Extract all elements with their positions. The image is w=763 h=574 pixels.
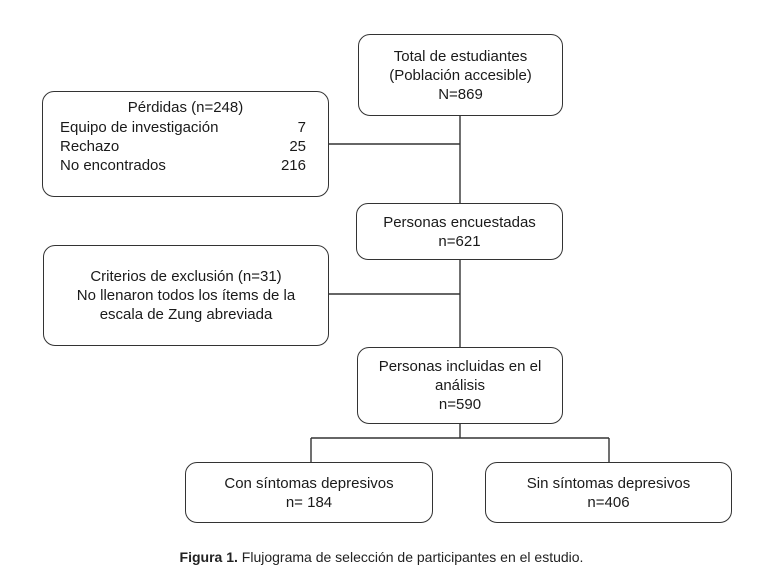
node-perdidas: Pérdidas (n=248) Equipo de investigación…	[42, 91, 329, 197]
node-exclusion-line-3: escala de Zung abreviada	[99, 306, 273, 323]
node-sin-line-1: Sin síntomas depresivos	[526, 474, 691, 492]
loss-label: Equipo de investigación	[60, 119, 219, 136]
figure-caption: Figura 1. Flujograma de selección de par…	[0, 549, 763, 565]
node-total-line-1: Total de estudiantes	[393, 47, 528, 65]
node-incluidas-line-1: Personas incluidas en el	[378, 358, 542, 375]
loss-row: No encontrados 216	[43, 156, 328, 175]
node-exclusion-line-1: Criterios de exclusión (n=31)	[90, 268, 282, 285]
node-incluidas-line-2: análisis	[434, 377, 486, 394]
loss-row: Equipo de investigación 7	[43, 118, 328, 137]
loss-label: No encontrados	[60, 157, 166, 174]
loss-value: 7	[297, 119, 306, 136]
node-con-line-2: n= 184	[285, 493, 333, 511]
node-total-estudiantes: Total de estudiantes (Población accesibl…	[358, 34, 563, 116]
figure-caption-label: Figura 1.	[179, 549, 238, 565]
node-personas-incluidas: Personas incluidas en el análisis n=590	[357, 347, 563, 424]
figure-caption-text: Flujograma de selección de participantes…	[237, 549, 584, 565]
node-sin-line-2: n=406	[587, 493, 630, 511]
node-encuestadas-line-2: n=621	[438, 232, 481, 250]
loss-value: 216	[280, 157, 306, 174]
node-encuestadas-line-1: Personas encuestadas	[383, 213, 536, 231]
node-perdidas-title: Pérdidas (n=248)	[127, 99, 244, 116]
node-total-line-2: (Población accesible)	[389, 66, 532, 84]
node-personas-encuestadas: Personas encuestadas n=621	[356, 203, 563, 260]
node-sin-sintomas: Sin síntomas depresivos n=406	[485, 462, 732, 523]
node-con-line-1: Con síntomas depresivos	[224, 474, 394, 492]
loss-label: Rechazo	[60, 138, 120, 155]
node-con-sintomas: Con síntomas depresivos n= 184	[185, 462, 433, 523]
loss-value: 25	[289, 138, 306, 155]
node-total-line-3: N=869	[438, 85, 483, 103]
node-incluidas-line-3: n=590	[438, 396, 482, 413]
node-exclusion-line-2: No llenaron todos los ítems de la	[76, 287, 296, 304]
node-criterios-exclusion: Criterios de exclusión (n=31) No llenaro…	[43, 245, 329, 346]
loss-row: Rechazo 25	[43, 137, 328, 156]
